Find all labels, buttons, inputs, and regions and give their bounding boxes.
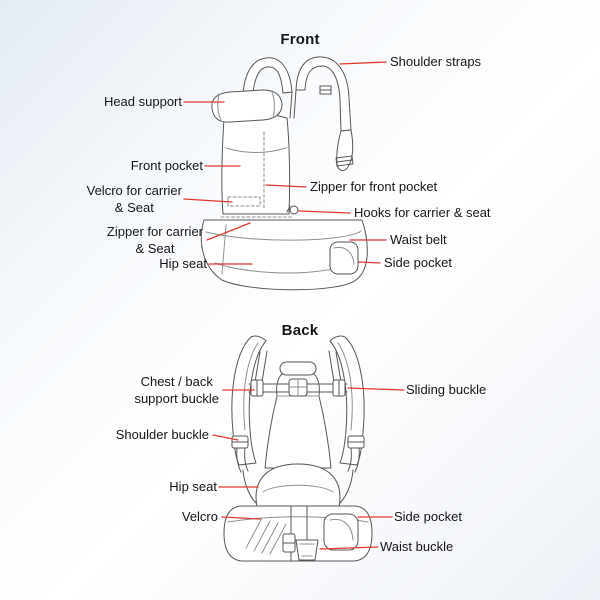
front-carrier-illustration xyxy=(200,56,368,291)
hip-seat-body xyxy=(200,219,368,291)
label-chest-back-support-buckle: Chest / back support buckle xyxy=(134,374,219,406)
label-side-pocket-back: Side pocket xyxy=(394,509,462,524)
back-side-pocket xyxy=(323,513,359,551)
leader-side-pocket-front xyxy=(358,261,381,264)
leader-shoulder-straps xyxy=(339,61,387,65)
strap-webbing-tails xyxy=(236,447,360,473)
leader-zipper-front-pocket xyxy=(265,184,307,188)
back-carrier-illustration xyxy=(223,335,373,562)
label-shoulder-buckle: Shoulder buckle xyxy=(115,427,209,442)
chest-center-buckle-detail xyxy=(288,378,308,397)
back-title: Back xyxy=(281,322,319,339)
headrest-roll xyxy=(279,361,317,376)
waist-belt-seam xyxy=(205,230,362,241)
waist-buckle-icon xyxy=(295,539,319,561)
leader-waist-buckle xyxy=(319,546,379,550)
label-velcro-carrier-seat: Velcro for carrier & Seat xyxy=(86,183,182,215)
label-hooks-carrier-seat: Hooks for carrier & seat xyxy=(354,205,491,220)
back-leader-lines xyxy=(212,387,405,550)
front-left-strap-arch xyxy=(242,57,293,113)
front-panel xyxy=(221,113,291,215)
leader-velcro xyxy=(221,516,261,520)
chest-webbing xyxy=(254,350,342,383)
label-side-pocket-front: Side pocket xyxy=(384,255,452,270)
label-sliding-buckle: Sliding buckle xyxy=(406,382,487,397)
label-waist-belt: Waist belt xyxy=(390,232,447,247)
leader-zipper-carrier-seat xyxy=(206,222,251,241)
label-hip-seat-front: Hip seat xyxy=(159,256,207,271)
front-leader-lines xyxy=(183,61,387,265)
label-head-support: Head support xyxy=(103,94,182,109)
right-strap-stitch xyxy=(337,342,353,431)
front-title: Front xyxy=(280,31,320,48)
hanging-strap-buckle-icon xyxy=(335,155,354,167)
waist-buckle-detail xyxy=(299,543,315,557)
head-support-pillow xyxy=(211,89,283,123)
leader-velcro-carrier-seat xyxy=(183,198,233,203)
carrier-hook-icon xyxy=(289,205,299,215)
hip-seat-curve xyxy=(262,484,334,493)
front-pocket-seam xyxy=(225,147,287,153)
label-zipper-front-pocket: Zipper for front pocket xyxy=(310,179,438,194)
label-waist-buckle: Waist buckle xyxy=(380,539,454,554)
side-pocket-zipper xyxy=(333,246,355,265)
back-left-strap xyxy=(231,335,267,466)
label-velcro: Velcro xyxy=(181,509,218,524)
strap-attach-lines xyxy=(289,89,297,119)
label-hip-seat-back: Hip seat xyxy=(169,479,217,494)
back-side-pocket-zipper xyxy=(329,518,354,541)
label-front-pocket: Front pocket xyxy=(130,158,203,173)
left-strap-stitch xyxy=(243,342,259,431)
leader-shoulder-buckle xyxy=(212,434,239,441)
label-shoulder-straps: Shoulder straps xyxy=(390,54,482,69)
carrier-hook-stem xyxy=(286,205,291,213)
leader-sliding-buckle xyxy=(347,387,405,391)
velcro-hatch xyxy=(245,517,287,555)
back-right-strap xyxy=(329,335,365,466)
label-zipper-carrier-seat: Zipper for carrier & Seat xyxy=(106,224,203,256)
front-side-pocket xyxy=(329,241,359,275)
leader-hooks-carrier-seat xyxy=(298,210,351,214)
head-support-seam xyxy=(217,91,275,121)
